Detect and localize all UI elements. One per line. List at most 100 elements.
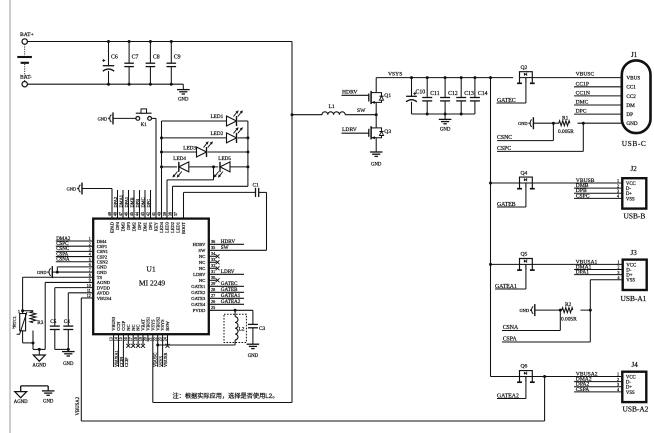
svg-text:5: 5 [89,257,91,262]
svg-text:1: 1 [617,260,619,265]
svg-text:KEY: KEY [154,221,159,231]
svg-text:VBUSB: VBUSB [576,178,595,184]
svg-text:C4: C4 [64,319,70,325]
svg-text:46: 46 [124,212,129,216]
svg-text:LDRV: LDRV [193,272,206,277]
svg-text:Q6: Q6 [521,364,528,370]
svg-text:CSPA: CSPA [576,387,589,393]
svg-text:2: 2 [12,325,14,330]
svg-text:DPA1: DPA1 [124,197,129,208]
svg-text:HDRV: HDRV [342,89,357,95]
svg-text:R2: R2 [565,302,572,308]
svg-text:GND: GND [43,400,54,405]
svg-text:D+: D+ [626,192,632,197]
svg-text:BAT-: BAT- [20,75,32,81]
svg-text:39: 39 [162,212,167,216]
svg-text:VBUSA1: VBUSA1 [576,259,598,265]
svg-text:J1: J1 [631,51,638,59]
svg-text:HDRV: HDRV [193,242,206,247]
svg-text:18: 18 [133,337,138,341]
svg-text:L1: L1 [329,104,335,110]
svg-text:CSN1: CSN1 [97,249,109,254]
svg-text:C13: C13 [464,91,474,97]
svg-text:GATEC: GATEC [221,281,238,287]
svg-text:12: 12 [87,293,91,298]
svg-text:GATE4: GATE4 [191,302,206,307]
svg-text:GND: GND [97,270,108,275]
svg-text:R3: R3 [37,320,43,326]
svg-text:CSPA: CSPA [503,336,518,342]
svg-text:GATE2: GATE2 [191,290,206,295]
svg-text:8: 8 [89,272,91,277]
svg-text:1: 1 [617,178,619,183]
svg-text:PVDD: PVDD [193,308,206,313]
svg-text:EPAD: EPAD [110,222,115,233]
svg-text:J2: J2 [631,165,638,173]
svg-text:GND: GND [97,265,108,270]
svg-text:C8: C8 [153,55,160,61]
svg-text:DPA2: DPA2 [113,197,118,208]
svg-text:C5: C5 [50,319,56,325]
svg-text:LED1: LED1 [211,114,224,120]
svg-text:NC: NC [126,325,131,331]
svg-text:4: 4 [89,252,91,257]
svg-text:28: 28 [211,287,215,292]
svg-text:DMB: DMB [130,197,135,207]
svg-text:VBUSB: VBUSB [163,353,168,367]
svg-text:Q5: Q5 [521,252,528,258]
svg-text:GATEA1: GATEA1 [221,293,241,299]
svg-text:GND: GND [371,163,382,168]
svg-text:31: 31 [211,269,215,274]
svg-text:NC: NC [131,325,136,331]
svg-text:VCC: VCC [626,375,636,380]
svg-text:SW: SW [198,248,206,253]
svg-text:DMA1: DMA1 [576,265,592,271]
svg-text:C1: C1 [253,182,259,188]
svg-text:7: 7 [89,267,91,272]
svg-text:GATE1: GATE1 [191,284,206,289]
svg-text:USB-B: USB-B [624,212,646,221]
svg-text:D-: D- [626,187,631,192]
svg-text:CSPA: CSPA [56,252,68,257]
svg-text:VSS: VSS [626,197,635,202]
svg-text:LED2: LED2 [170,222,175,233]
svg-text:4: 4 [617,275,620,280]
svg-text:BOOT: BOOT [181,222,186,234]
svg-text:VSYS: VSYS [150,319,155,331]
svg-text:GND: GND [519,308,529,313]
svg-text:GND: GND [98,116,108,121]
svg-text:CSNA: CSNA [56,258,70,263]
svg-text:AGND: AGND [97,280,111,285]
svg-text:CSP1: CSP1 [97,244,108,249]
svg-text:6: 6 [89,262,91,267]
svg-text:NC: NC [199,266,205,271]
svg-text:GATEC: GATEC [497,98,516,104]
svg-text:BAT+: BAT+ [20,32,34,38]
svg-text:R1: R1 [562,115,569,121]
svg-text:LED4: LED4 [159,221,164,233]
svg-text:33: 33 [211,257,215,262]
svg-text:4: 4 [617,387,620,392]
svg-text:GATEB: GATEB [221,287,238,293]
svg-text:9: 9 [89,278,91,283]
svg-text:D+: D+ [626,386,632,391]
svg-text:DMA2: DMA2 [56,237,71,242]
svg-text:GND: GND [67,186,77,191]
svg-text:GND: GND [37,270,47,275]
svg-text:USB-A2: USB-A2 [623,405,649,414]
svg-text:LED3: LED3 [165,221,170,233]
svg-text:37: 37 [173,212,178,216]
svg-text:VCC: VCC [626,263,636,268]
svg-text:VBUSC: VBUSC [152,353,157,367]
svg-text:26: 26 [211,299,215,304]
svg-text:J3: J3 [631,249,638,257]
svg-text:40: 40 [157,212,162,216]
svg-text:GND: GND [518,121,528,126]
svg-text:DP4: DP4 [115,221,120,230]
svg-text:注：根据实际应用，选择是否使用L2。: 注：根据实际应用，选择是否使用L2。 [173,392,279,400]
svg-text:VSYS: VSYS [388,71,402,77]
svg-text:VBUSC: VBUSC [576,71,595,77]
svg-text:GATEA2: GATEA2 [221,299,241,305]
svg-text:GATEA1: GATEA1 [495,284,517,290]
svg-text:2: 2 [89,241,91,246]
